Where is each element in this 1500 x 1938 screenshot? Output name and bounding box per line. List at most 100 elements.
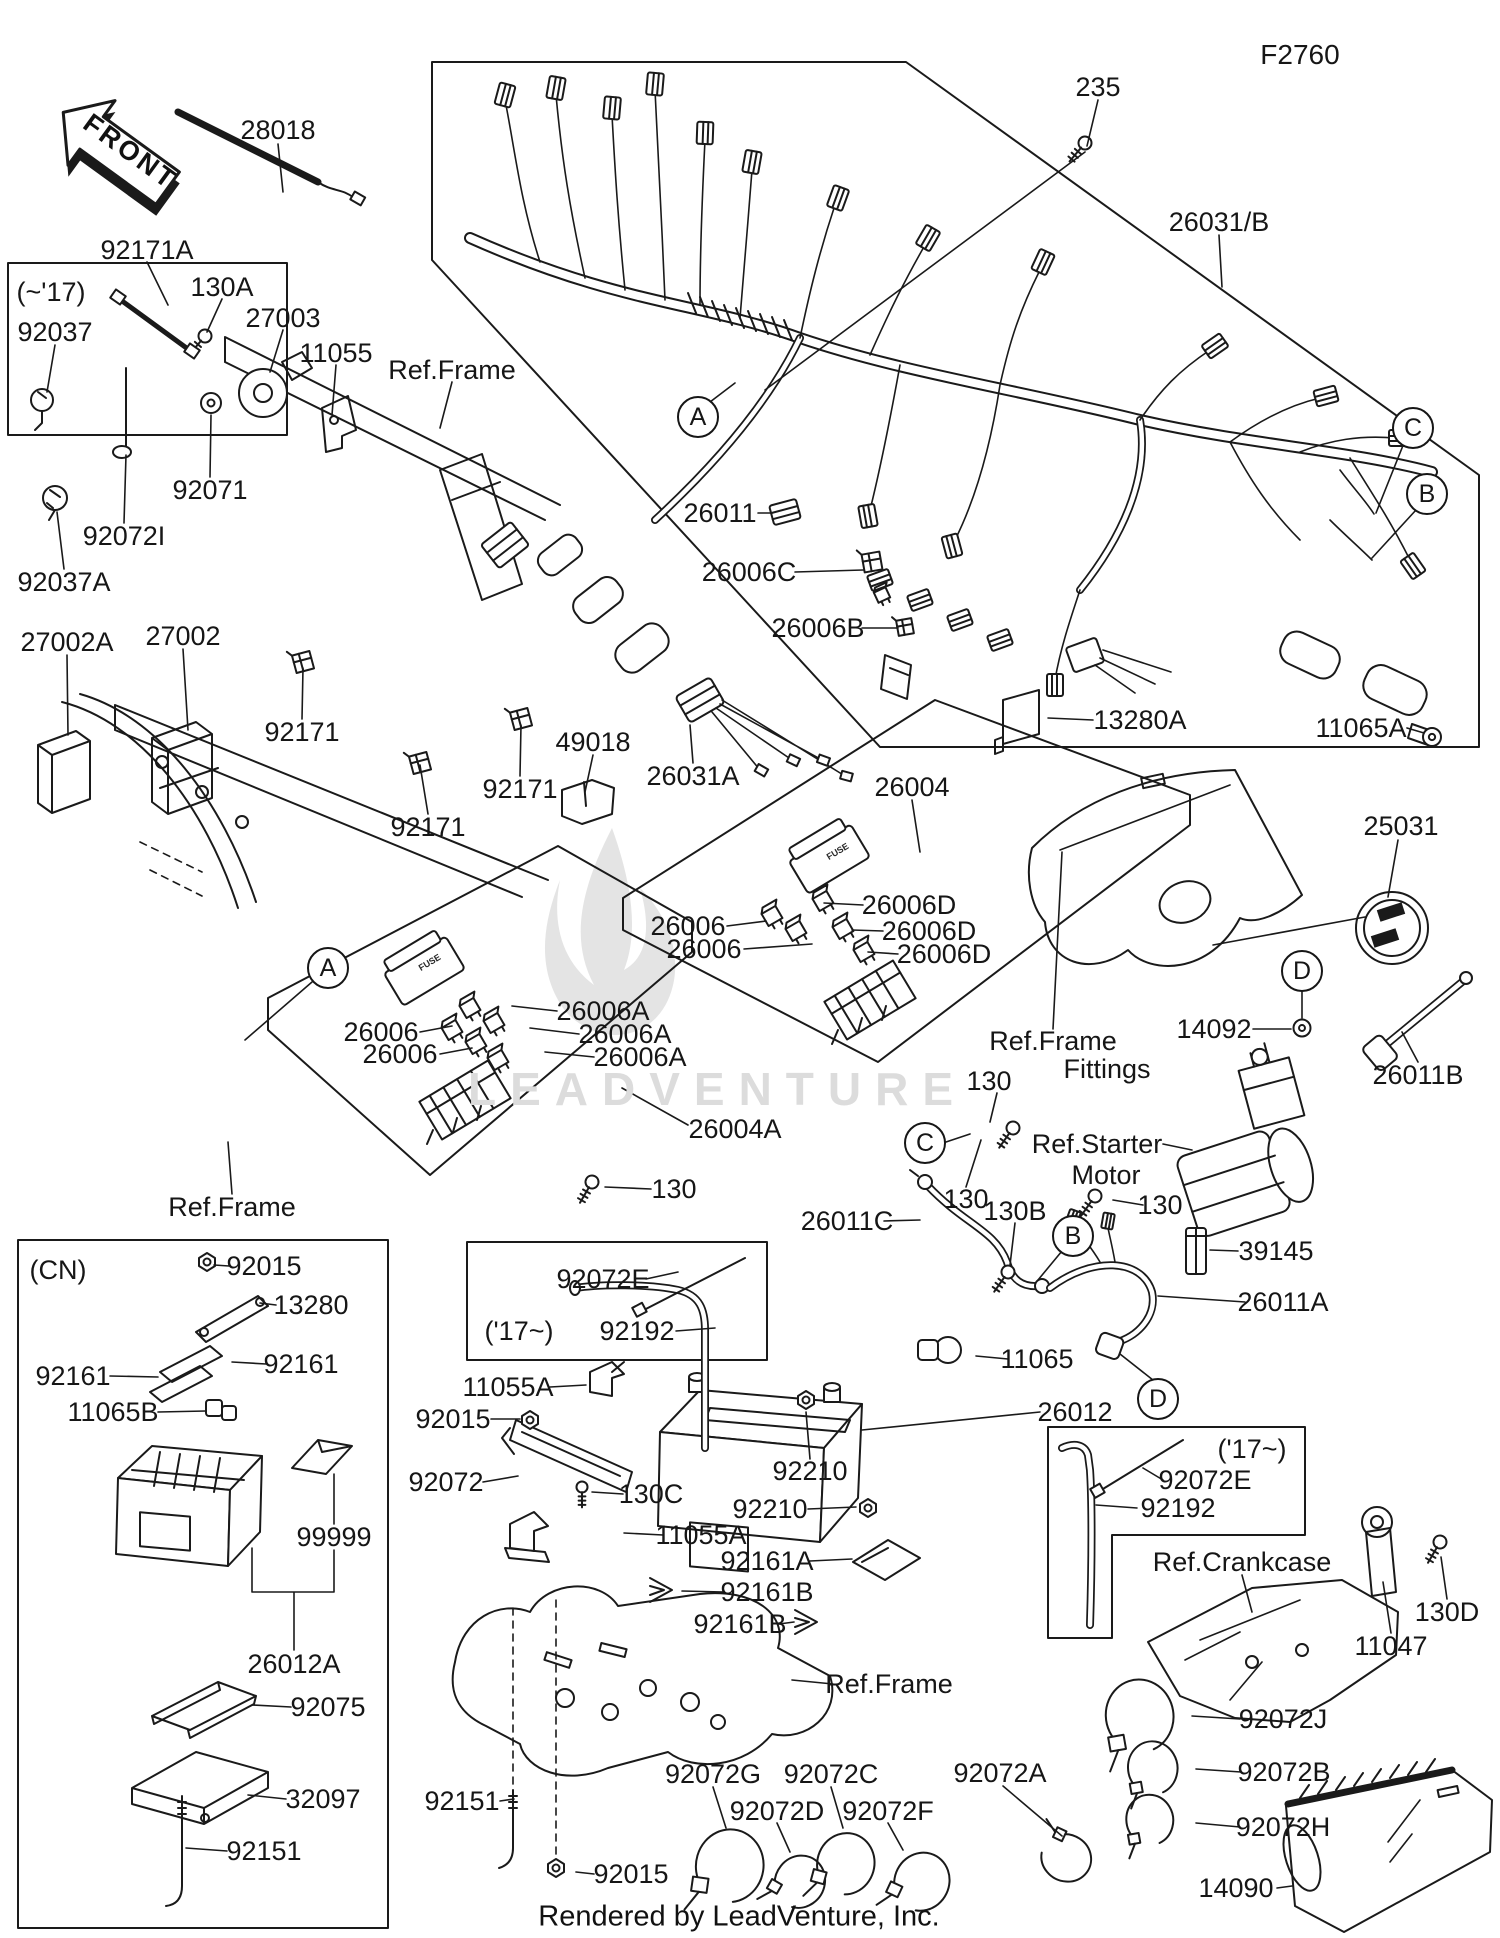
part-label-11055: 11055: [299, 337, 373, 368]
part-label-ref-frame: Ref.Frame: [388, 354, 516, 385]
part-label-17: ('17~): [484, 1315, 554, 1346]
part-label-92171: 92171: [390, 811, 466, 842]
crankcase-drawing: [1148, 1507, 1398, 1722]
harness-small-parts: [881, 655, 1432, 754]
rendered-by-credit: Rendered by LeadVenture, Inc.: [538, 1900, 940, 1933]
part-label-130a: 130A: [190, 271, 254, 302]
part-label-14092: 14092: [1176, 1013, 1252, 1044]
part-label-26006: 26006: [650, 910, 726, 941]
part-label-26006: 26006: [343, 1016, 419, 1047]
part-label-130: 130: [966, 1065, 1012, 1096]
part-label-235: 235: [1075, 71, 1121, 102]
part-label-ref-crankcase: Ref.Crankcase: [1152, 1546, 1332, 1577]
part-label-92071: 92071: [172, 474, 248, 505]
watermark-text: LEADVENTURE: [468, 1063, 968, 1115]
part-label-92072j: 92072J: [1238, 1703, 1328, 1734]
callout-circle-a: A: [307, 947, 349, 989]
part-label-26012: 26012: [1037, 1396, 1113, 1427]
part-label-26006d: 26006D: [896, 938, 992, 969]
part-label-26031-b: 26031/B: [1168, 206, 1270, 237]
part-label-11065: 11065: [1000, 1343, 1074, 1374]
part-label-26006a: 26006A: [578, 1018, 672, 1049]
watermark-flame-icon: [544, 828, 676, 1035]
part-label-13280a: 13280A: [1093, 704, 1187, 735]
part-label-92072f: 92072F: [842, 1795, 934, 1826]
callout-circle-d: D: [1281, 950, 1323, 992]
part-label-92072: 92072: [408, 1466, 484, 1497]
part-label-92037a: 92037A: [17, 566, 111, 597]
part-label-14090: 14090: [1198, 1872, 1274, 1903]
part-label-ref-starter: Ref.Starter: [1031, 1128, 1163, 1159]
figure-code: F2760: [1260, 39, 1340, 70]
part-label-fittings: Fittings: [1063, 1053, 1151, 1084]
part-label-27003: 27003: [245, 302, 321, 333]
part-label-130b: 130B: [983, 1195, 1047, 1226]
part-label-99999: 99999: [296, 1521, 372, 1552]
part-label-17: ('17~): [1217, 1433, 1287, 1464]
part-label-32097: 32097: [285, 1783, 361, 1814]
part-label-25031: 25031: [1363, 810, 1439, 841]
part-label-92210: 92210: [772, 1455, 848, 1486]
callout-circle-b: B: [1052, 1215, 1094, 1257]
part-label-92072e: 92072E: [556, 1263, 650, 1294]
part-label-11047: 11047: [1354, 1630, 1428, 1661]
part-label-92171: 92171: [264, 716, 340, 747]
part-label-11055a: 11055A: [462, 1371, 554, 1402]
part-label-130: 130: [1137, 1189, 1183, 1220]
part-label-92192: 92192: [599, 1315, 675, 1346]
part-label-26006c: 26006C: [701, 556, 797, 587]
leader-lines: [47, 100, 1447, 1888]
part-label-130: 130: [943, 1183, 989, 1214]
battery-cables-drawing: [910, 1170, 1153, 1360]
part-label-26006d: 26006D: [881, 915, 977, 946]
part-label-92072i: 92072I: [82, 520, 166, 551]
part-label-130c: 130C: [618, 1478, 684, 1509]
part-label-26011a: 26011A: [1237, 1286, 1329, 1317]
starter-motor-drawing: [1175, 972, 1472, 1238]
part-label-26004: 26004: [874, 771, 950, 802]
note-box-parts: [570, 1258, 1183, 1625]
part-label-11065a: 11065A: [1315, 712, 1407, 743]
part-label-92015: 92015: [226, 1250, 302, 1281]
part-label-26004a: 26004A: [688, 1113, 782, 1144]
part-label-92072c: 92072C: [783, 1758, 879, 1789]
part-label-27002a: 27002A: [20, 626, 114, 657]
enclosure-boxes: [8, 62, 1479, 1928]
part-label-130: 130: [651, 1173, 697, 1204]
part-label-92037: 92037: [17, 316, 93, 347]
fusebox-left-drawing: [378, 927, 510, 1144]
part-label-92161b: 92161B: [693, 1608, 787, 1639]
part-label-cn: (CN): [29, 1254, 87, 1285]
part-label-ref-frame: Ref.Frame: [825, 1668, 953, 1699]
front-arrow-icon: [34, 80, 196, 216]
frame-fittings-drawing: [1029, 770, 1428, 966]
small-parts-top-left: [31, 112, 365, 520]
part-label-92015: 92015: [593, 1858, 669, 1889]
part-label-49018: 49018: [555, 726, 631, 757]
part-label-ref-frame: Ref.Frame: [168, 1191, 296, 1222]
battery-main-drawing: [502, 1337, 961, 1634]
part-label-92161a: 92161A: [720, 1545, 814, 1576]
skid-plate-drawing: [453, 1586, 833, 1868]
part-label-92151: 92151: [424, 1785, 500, 1816]
cn-box-parts: [116, 1296, 352, 1906]
part-label-92171a: 92171A: [100, 234, 194, 265]
part-label-92075: 92075: [290, 1691, 366, 1722]
part-label-11055a: 11055A: [655, 1519, 747, 1550]
part-label-26011: 26011: [683, 497, 757, 528]
part-label-92072d: 92072D: [729, 1795, 825, 1826]
part-label-92161: 92161: [35, 1360, 111, 1391]
main-harness-drawing: [470, 90, 1432, 720]
part-label-26012a: 26012A: [247, 1648, 341, 1679]
callout-circle-d: D: [1137, 1378, 1179, 1420]
part-label-27002: 27002: [145, 620, 221, 651]
part-label-ref-frame: Ref.Frame: [989, 1025, 1117, 1056]
callout-circle-b: B: [1406, 473, 1448, 515]
part-label-26006: 26006: [666, 933, 742, 964]
cover-14090-drawing: [1276, 1759, 1492, 1932]
part-label-26006a: 26006A: [556, 995, 650, 1026]
part-label-17: (~'17): [16, 276, 86, 307]
part-label-92072a: 92072A: [953, 1757, 1047, 1788]
